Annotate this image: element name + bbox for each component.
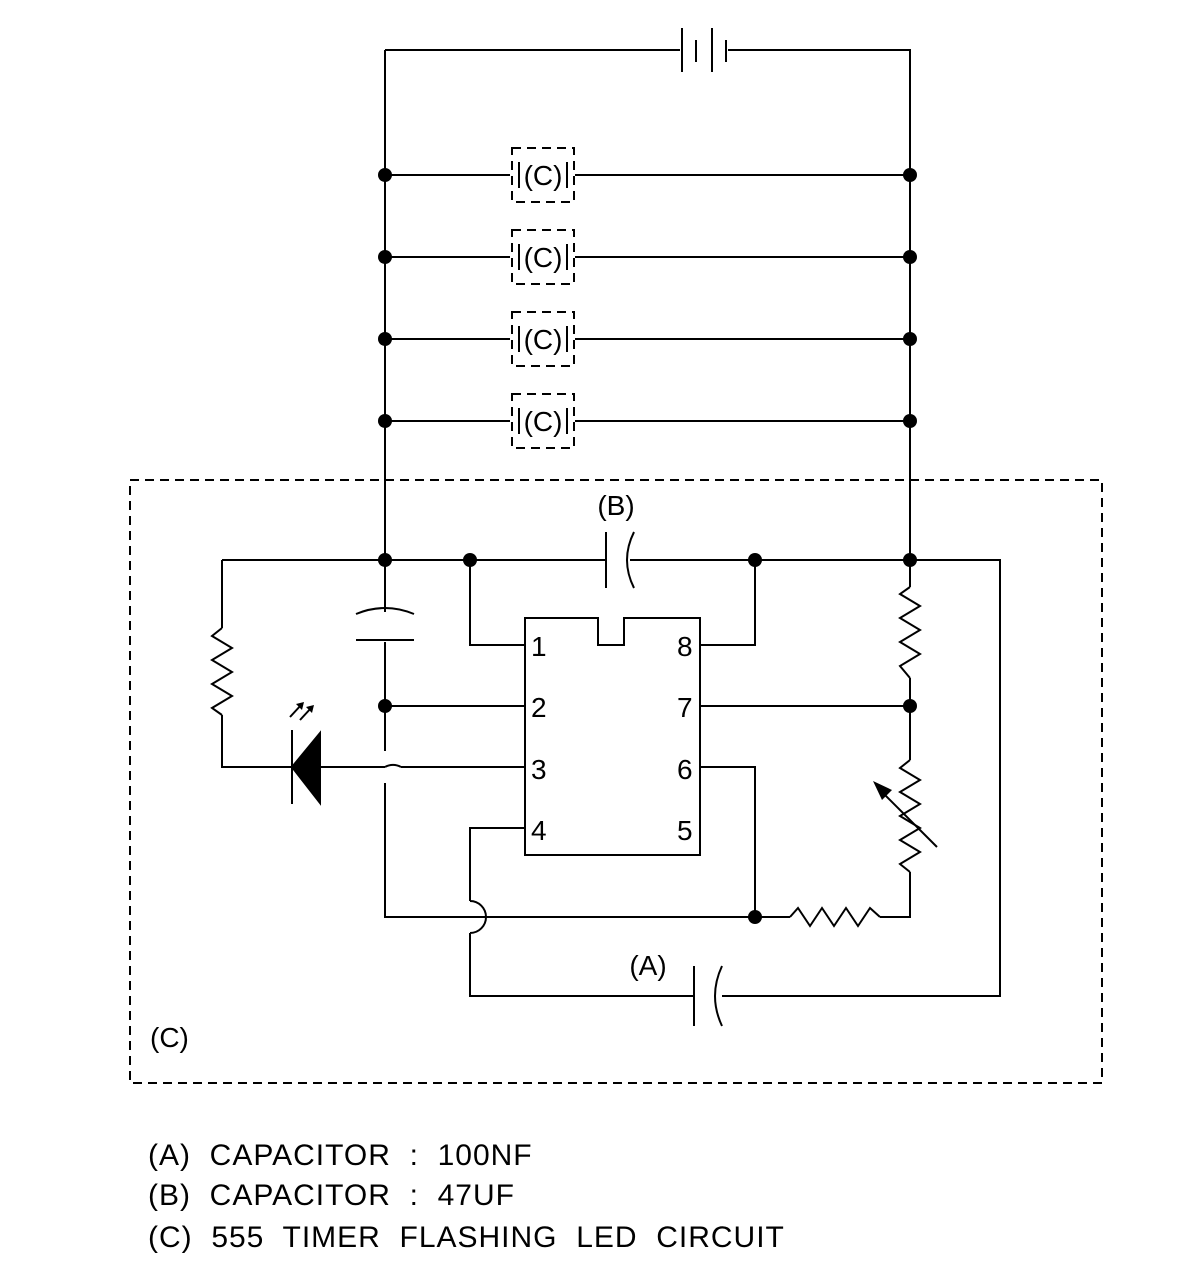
- parallel-module-4: (C): [385, 393, 910, 449]
- parallel-module-2: (C): [385, 229, 910, 285]
- module-label: (C): [524, 406, 563, 437]
- pin-5-label: 5: [677, 815, 693, 846]
- pin-8-label: 8: [677, 631, 693, 662]
- circuit-boundary: [129, 479, 1103, 1084]
- parallel-module-3: (C): [385, 311, 910, 367]
- circuit-junctions: [378, 553, 917, 924]
- battery-icon: [384, 28, 911, 560]
- rail-junctions: [378, 168, 917, 428]
- circuit-wiring: [221, 559, 1001, 997]
- pin-3-label: 3: [531, 754, 547, 785]
- resistor-icon: [898, 586, 922, 679]
- legend-item: (B) CAPACITOR : 47UF: [148, 1179, 515, 1212]
- module-label: (C): [524, 324, 563, 355]
- capacitor-a-label: (A): [629, 950, 666, 981]
- capacitor-icon: [355, 607, 415, 641]
- legend: (A) CAPACITOR : 100NF (B) CAPACITOR : 47…: [148, 1139, 785, 1254]
- pin-6-label: 6: [677, 754, 693, 785]
- legend-item: (A) CAPACITOR : 100NF: [148, 1139, 533, 1172]
- pin-1-label: 1: [531, 631, 547, 662]
- led-icon: [289, 702, 321, 806]
- pin-7-label: 7: [677, 692, 693, 723]
- parallel-module-1: (C): [385, 147, 910, 203]
- pin-4-label: 4: [531, 815, 547, 846]
- legend-item: (C) 555 TIMER FLASHING LED CIRCUIT: [148, 1221, 785, 1254]
- module-label: (C): [524, 242, 563, 273]
- resistor-icon: [210, 627, 234, 716]
- ic-555-chip: 1 2 3 4 5 6 7 8: [524, 617, 701, 856]
- pin-2-label: 2: [531, 692, 547, 723]
- variable-resistor-icon: [873, 759, 938, 873]
- resistor-icon: [789, 906, 881, 928]
- capacitor-b-icon: (B): [597, 490, 635, 589]
- module-label: (C): [524, 160, 563, 191]
- capacitor-b-label: (B): [597, 490, 634, 521]
- capacitor-a-icon: (A): [629, 950, 723, 1027]
- board-label: (C): [150, 1022, 189, 1053]
